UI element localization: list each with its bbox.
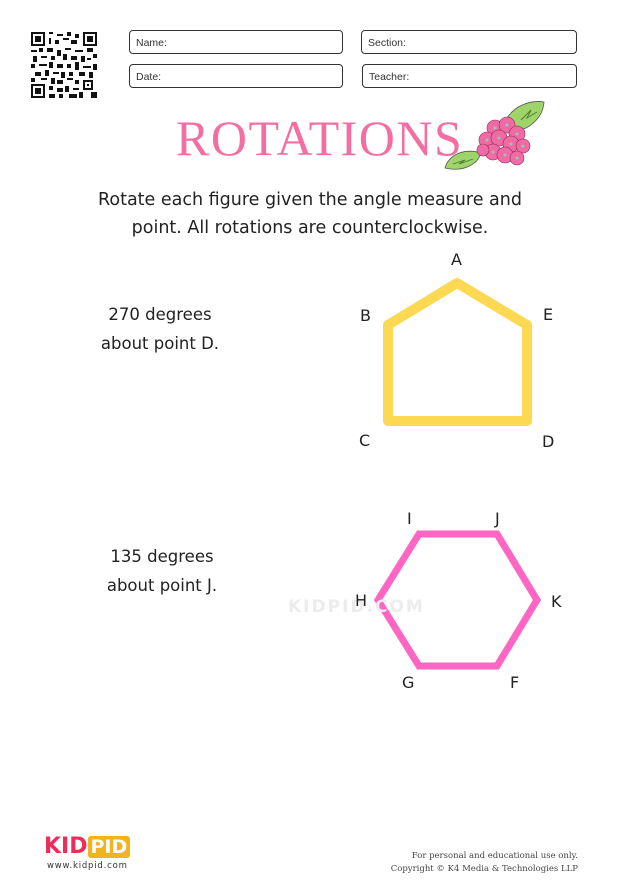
footer-notice: For personal and educational use only. C… [391,850,578,876]
vertex-label-f: F [510,673,520,692]
vertex-label-g: G [402,673,415,692]
problem-2-angle: 135 degrees [110,547,214,566]
vertex-label-a: A [451,250,462,269]
problem-2-point: about point J. [106,576,218,595]
vertex-label-i: I [407,509,412,528]
copyright: Copyright © K4 Media & Technologies LLP [390,864,578,874]
problem-1-prompt: 270 degrees about point D. [80,300,240,358]
logo-kid: KID [44,834,88,859]
vertex-label-h: H [355,591,368,610]
vertex-label-b: B [360,306,371,325]
date-label: Date: [136,71,162,83]
date-field[interactable]: Date: [129,64,343,88]
qr-code-icon [31,32,97,98]
usage-notice: For personal and educational use only. [411,851,578,861]
vertex-label-k: K [551,592,562,611]
page-title: ROTATIONS [176,110,464,166]
problem-1-angle: 270 degrees [108,305,212,324]
name-label: Name: [136,37,167,49]
vertex-label-d: D [542,432,555,451]
logo-pid: PID [87,836,131,858]
teacher-label: Teacher: [369,71,410,83]
instructions-line-2: point. All rotations are counterclockwis… [131,218,489,238]
instructions-line-1: Rotate each figure given the angle measu… [98,190,522,210]
vertex-label-c: C [359,431,371,450]
website-link[interactable]: www.kidpid.com [47,861,128,871]
qr-code [31,32,97,98]
flower-icon [444,101,545,170]
problem-1-point: about point D. [100,334,220,353]
section-field[interactable]: Section: [361,30,577,54]
watermark: KIDPID.COM [288,597,425,617]
section-label: Section: [368,37,406,49]
flower-decoration [443,98,549,174]
problem-2-prompt: 135 degrees about point J. [82,542,242,600]
vertex-label-j: J [495,509,500,528]
teacher-field[interactable]: Teacher: [362,64,577,88]
name-field[interactable]: Name: [129,30,343,54]
vertex-label-e: E [543,305,554,324]
instructions: Rotate each figure given the angle measu… [60,186,560,242]
